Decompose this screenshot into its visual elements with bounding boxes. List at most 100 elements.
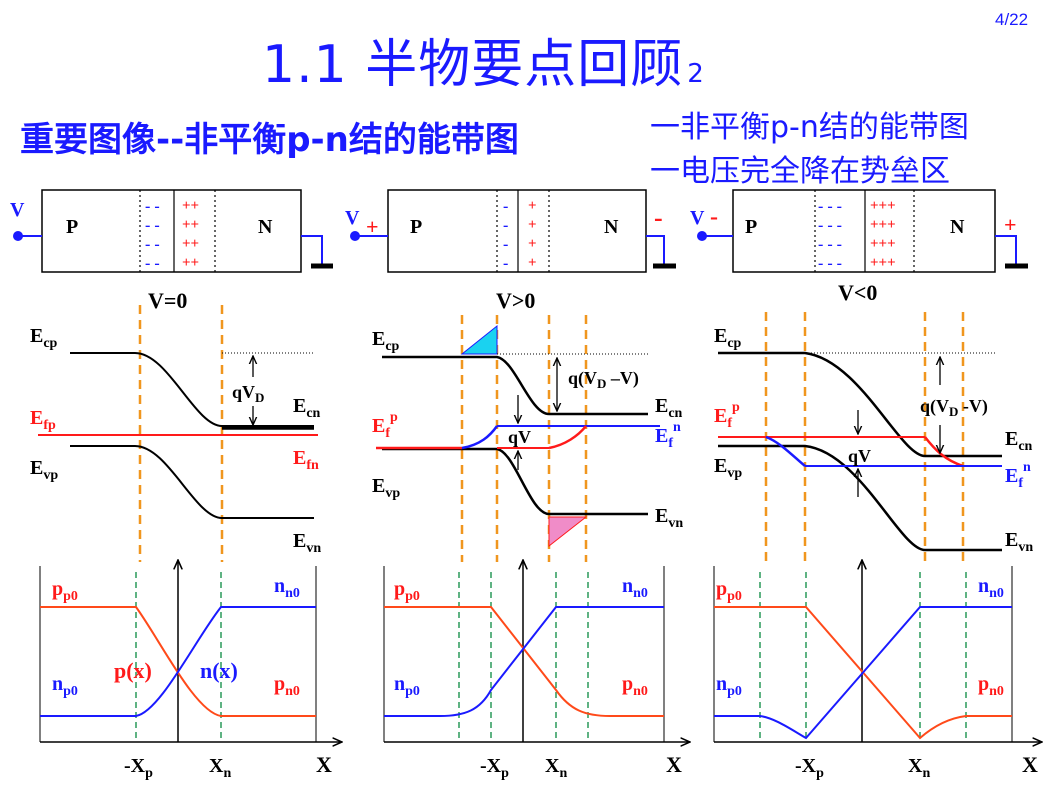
panel-reverse-bias: P N - - - - - - - - - - - - +++ +++ +++ … <box>690 189 1042 781</box>
neg-charge: - - <box>145 255 160 272</box>
evp-label: Evp <box>30 457 58 483</box>
pos-charge: +++ <box>870 255 896 271</box>
neg-charge: - <box>503 255 508 272</box>
efn-label: Efn <box>1005 460 1031 491</box>
nn0-label: nn0 <box>978 575 1004 601</box>
efn-label: Efn <box>655 420 681 451</box>
pn0-label: pn0 <box>274 673 300 699</box>
condition-label: V>0 <box>496 288 535 313</box>
neg-charge: - - <box>145 198 160 215</box>
neg-charge: - - - <box>818 236 842 253</box>
neg-charge: - <box>503 236 508 253</box>
valence-band <box>70 445 314 519</box>
pn0-label: pn0 <box>622 673 648 699</box>
bias-label: V <box>345 207 360 229</box>
ecp-label: Ecp <box>30 325 58 351</box>
nx-label: n(x) <box>200 658 238 683</box>
title-subscript: 2 <box>687 59 705 89</box>
neg-charge: - <box>503 198 508 215</box>
np0-label: np0 <box>52 673 78 699</box>
slide-subtitle: 重要图像--非平衡p-n结的能带图 <box>20 120 519 160</box>
neg-charge: - <box>503 217 508 234</box>
pos-charge: ++ <box>182 217 199 233</box>
evp-label: Evp <box>714 455 742 481</box>
pos-charge: +++ <box>870 236 896 252</box>
electron-concentration <box>384 606 664 717</box>
injected-holes-region <box>460 324 498 355</box>
xn-tick: Xn <box>209 755 231 781</box>
n-region-label: N <box>950 216 965 238</box>
panel-forward-bias: P N - - - - + + + + V + - V>0 <box>345 189 690 781</box>
p-region-label: P <box>745 216 757 238</box>
pos-charge: ++ <box>182 198 199 214</box>
conduction-band <box>718 351 1002 458</box>
pos-charge: +++ <box>870 217 896 233</box>
px-label: p(x) <box>114 658 152 683</box>
xn-tick: Xn <box>545 755 567 781</box>
efp-label: Efp <box>372 410 398 441</box>
panel-equilibrium: P N - - - - - - - - ++ ++ ++ ++ V V=0 <box>10 189 342 781</box>
bias-label: V <box>690 207 705 229</box>
pp0-label: pp0 <box>52 578 78 604</box>
pos-charge: ++ <box>182 255 199 271</box>
applied-voltage-label: qV <box>848 446 871 466</box>
evn-label: Evn <box>655 505 683 531</box>
efp-label: Efp <box>30 407 56 433</box>
pos-charge: + <box>528 217 537 233</box>
neg-charge: - - - <box>818 255 842 272</box>
pos-charge: ++ <box>182 236 199 252</box>
bias-negative-sign: - <box>654 203 663 232</box>
evp-label: Evp <box>372 475 400 501</box>
x-axis-label: X <box>316 752 332 777</box>
n-region-label: N <box>604 216 619 238</box>
evn-label: Evn <box>1005 529 1033 555</box>
barrier-label: q(VD –V) <box>568 368 639 391</box>
junction-block: P N - - - - - - - - - - - - +++ +++ +++ … <box>690 189 1028 273</box>
ecp-label: Ecp <box>714 325 742 351</box>
ecn-label: Ecn <box>293 395 321 421</box>
n-region-label: N <box>258 216 273 238</box>
pos-charge: +++ <box>870 198 896 214</box>
conduction-band <box>70 352 314 427</box>
applied-voltage-label: qV <box>508 427 531 447</box>
hole-concentration <box>384 606 664 717</box>
xn-tick: Xn <box>908 755 930 781</box>
bias-positive-sign: + <box>366 214 379 239</box>
efn-label: Efn <box>293 447 319 473</box>
bias-negative-sign: - <box>710 204 718 230</box>
title-main: 1.1 半物要点回顾 <box>262 35 684 95</box>
page-number: 4/22 <box>995 10 1029 29</box>
ecp-label: Ecp <box>372 328 400 354</box>
note-line-2: 一电压完全降在势垒区 <box>650 154 950 189</box>
hole-concentration <box>714 606 1012 740</box>
junction-block: P N - - - - + + + + V + - <box>345 189 676 273</box>
valence-band <box>718 444 1002 552</box>
ecn-label: Ecn <box>655 395 683 421</box>
neg-charge: - - - <box>818 217 842 234</box>
ecn-label: Ecn <box>1005 428 1033 454</box>
nn0-label: nn0 <box>622 575 648 601</box>
conduction-band <box>382 355 648 416</box>
efp-label: Efp <box>714 400 740 431</box>
valence-band <box>382 447 648 516</box>
p-region-label: P <box>66 216 78 238</box>
electron-concentration <box>40 606 316 717</box>
evn-label: Evn <box>293 530 321 556</box>
xp-tick: -Xp <box>795 755 824 781</box>
pos-charge: + <box>528 255 537 271</box>
condition-label: V<0 <box>838 280 877 305</box>
neg-charge: - - <box>145 236 160 253</box>
xp-tick: -Xp <box>480 755 509 781</box>
p-region-label: P <box>410 216 422 238</box>
np0-label: np0 <box>394 673 420 699</box>
note-line-1: 一非平衡p-n结的能带图 <box>650 110 969 145</box>
electron-concentration <box>714 606 1012 740</box>
np0-label: np0 <box>716 673 742 699</box>
neg-charge: - - - <box>818 198 842 215</box>
barrier-label: q(VD -V) <box>920 396 988 419</box>
condition-label: V=0 <box>148 288 187 313</box>
nn0-label: nn0 <box>274 575 300 601</box>
